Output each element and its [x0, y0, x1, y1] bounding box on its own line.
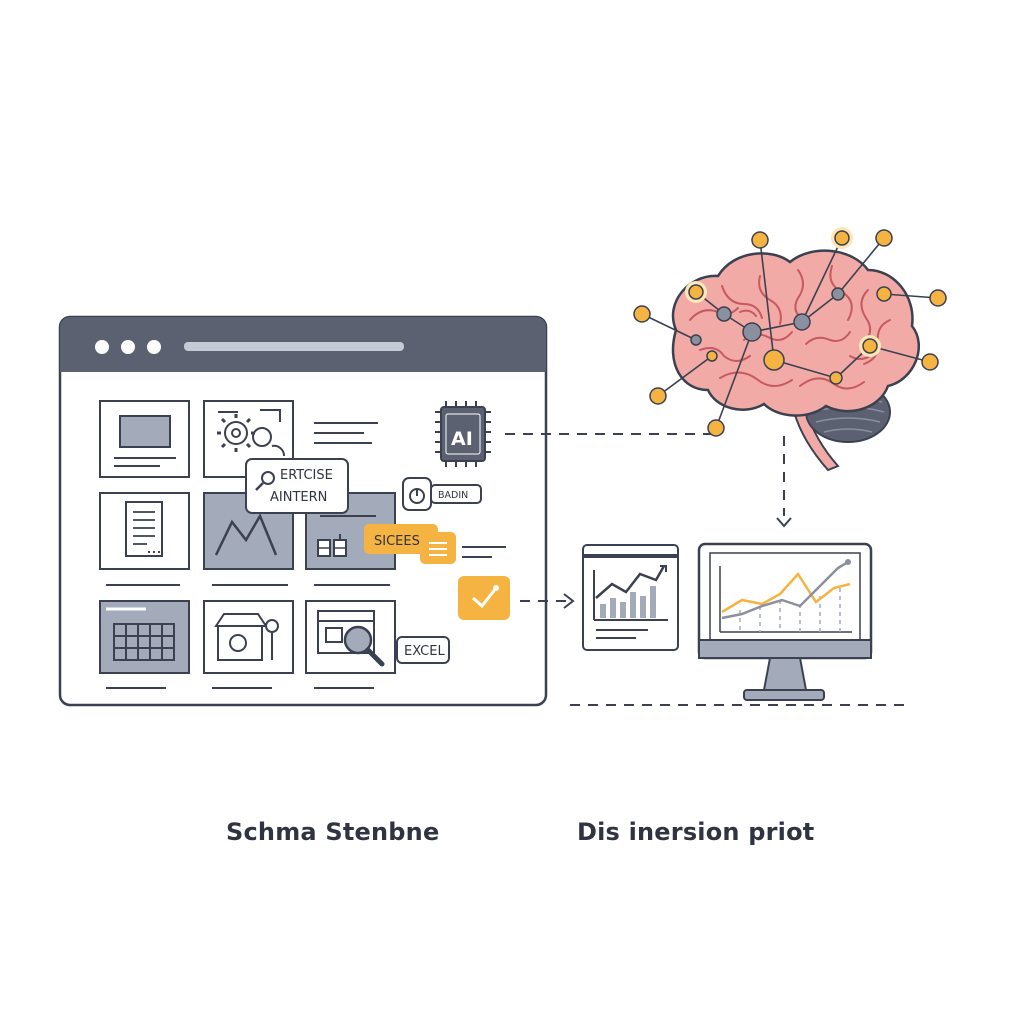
- search-icon: [255, 471, 275, 491]
- search-callout-line2: AINTERN: [270, 490, 327, 505]
- excel-label: EXCEL: [404, 644, 445, 659]
- pin-icon: [265, 619, 279, 660]
- sicees-label: SICEES: [374, 534, 420, 549]
- ai-chip-icon: AI: [435, 401, 491, 467]
- check-icon: [472, 585, 499, 609]
- arrow-head-right: [563, 593, 575, 609]
- brain-icon: [633, 227, 947, 472]
- caption-right: Dis inersion priot: [577, 818, 815, 846]
- arrow-head-down: [776, 517, 792, 528]
- sicees-tag[interactable]: SICEES: [364, 524, 438, 554]
- stopwatch-icon: [409, 488, 425, 504]
- search-callout-line1: ERTCISE: [280, 468, 333, 483]
- monitor-line-chart: [719, 559, 852, 633]
- caption-left: Schma Stenbne: [226, 818, 440, 846]
- window-dot-minimize[interactable]: [121, 340, 135, 354]
- browser-footer-lines: [106, 584, 390, 689]
- tile-spreadsheet: [99, 600, 190, 674]
- check-tile[interactable]: [458, 576, 510, 620]
- list-tag[interactable]: [420, 532, 456, 564]
- tile-lines-mid: [462, 546, 506, 558]
- badin-label: BADIN: [438, 490, 468, 501]
- window-dot-maximize[interactable]: [147, 340, 161, 354]
- report-card: [582, 544, 679, 651]
- window-dot-close[interactable]: [95, 340, 109, 354]
- badin-tag[interactable]: BADIN: [402, 477, 482, 511]
- tile-slide: [99, 400, 190, 478]
- ai-chip-label: AI: [451, 428, 473, 450]
- tile-window-search: [305, 600, 396, 674]
- tile-lines-right: [314, 422, 378, 444]
- list-icon: [429, 542, 447, 556]
- report-bar-chart: [600, 586, 656, 618]
- magnifier-icon: [343, 625, 385, 667]
- search-callout[interactable]: ERTCISE AINTERN: [245, 458, 349, 514]
- excel-tag[interactable]: EXCEL: [396, 636, 450, 664]
- address-bar[interactable]: [184, 342, 404, 351]
- monitor-icon: [697, 542, 873, 701]
- connectors: [505, 433, 912, 706]
- tile-store: [203, 600, 294, 674]
- tile-document: [99, 492, 190, 570]
